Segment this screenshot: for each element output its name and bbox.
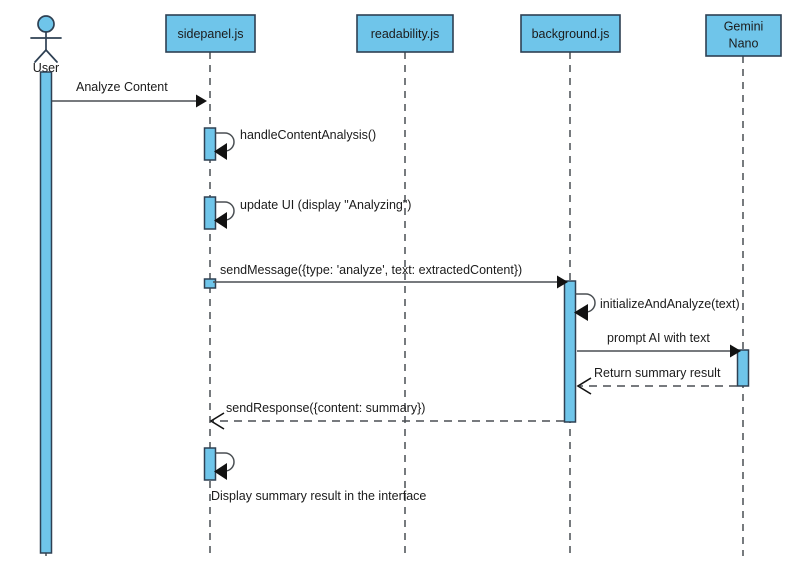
arrowhead-analyze-content (196, 94, 207, 108)
arrowhead-prompt-ai (730, 344, 741, 358)
participant-box-gemini[interactable] (705, 14, 782, 57)
participant-sidepanel[interactable]: sidepanel.js (165, 14, 256, 53)
message-update-ui[interactable]: update UI (display "Analyzing") (214, 198, 411, 229)
participant-box-sidepanel[interactable] (165, 14, 256, 53)
participant-user[interactable]: User (30, 15, 62, 75)
activation-gemini (736, 349, 750, 387)
message-label-send-response: sendResponse({content: summary}) (226, 401, 425, 415)
participant-label-gemini-line2: Nano (729, 36, 759, 50)
activation-sidepanel-send-message (203, 278, 217, 289)
participant-box-readability[interactable] (356, 14, 454, 53)
message-return-summary-result[interactable]: Return summary result (576, 366, 737, 395)
message-label-analyze-content: Analyze Content (76, 80, 168, 94)
activation-sidepanel-display-summary (203, 447, 217, 481)
arrowhead-send-message (557, 275, 568, 289)
participant-gemini[interactable]: Gemini Nano (705, 14, 782, 57)
activation-sidepanel-handle-content-analysis (203, 127, 217, 161)
arrowhead-handle-content-analysis (214, 143, 227, 160)
message-label-display-summary: Display summary result in the interface (211, 489, 426, 503)
arrowhead-update-ui (214, 212, 227, 229)
participant-label-readability: readability.js (371, 27, 440, 41)
message-send-response[interactable]: sendResponse({content: summary}) (209, 401, 564, 430)
message-label-handle-content-analysis: handleContentAnalysis() (240, 128, 376, 142)
actor-right-leg-icon (45, 49, 58, 63)
message-label-update-ui: update UI (display "Analyzing") (240, 198, 411, 212)
message-send-message[interactable]: sendMessage({type: 'analyze', text: extr… (213, 263, 568, 289)
message-label-send-message: sendMessage({type: 'analyze', text: extr… (220, 263, 522, 277)
activations-layer (39, 71, 750, 554)
message-handle-content-analysis[interactable]: handleContentAnalysis() (214, 128, 376, 160)
arrowhead-return-summary-result (576, 377, 592, 395)
participant-background[interactable]: background.js (520, 14, 621, 53)
participant-label-background: background.js (532, 27, 610, 41)
arrowhead-initialize-and-analyze (574, 304, 588, 321)
participant-label-gemini-line1: Gemini (724, 19, 764, 33)
message-label-prompt-ai: prompt AI with text (607, 331, 710, 345)
message-analyze-content[interactable]: Analyze Content (52, 80, 207, 108)
message-display-summary[interactable]: Display summary result in the interface (211, 452, 426, 503)
activation-user (39, 71, 53, 554)
actor-left-leg-icon (34, 49, 47, 63)
arrowhead-send-response (209, 412, 225, 430)
participant-box-background[interactable] (520, 14, 621, 53)
activation-background (563, 280, 577, 423)
actor-head-icon (37, 15, 55, 33)
message-prompt-ai[interactable]: prompt AI with text (577, 331, 741, 358)
participant-readability[interactable]: readability.js (356, 14, 454, 53)
message-label-return-summary-result: Return summary result (594, 366, 721, 380)
participant-label-user: User (33, 61, 59, 75)
activation-sidepanel-update-ui (203, 196, 217, 230)
arrowhead-display-summary (214, 463, 227, 480)
participant-label-sidepanel: sidepanel.js (177, 27, 243, 41)
message-label-initialize-and-analyze: initializeAndAnalyze(text) (600, 297, 740, 311)
message-initialize-and-analyze[interactable]: initializeAndAnalyze(text) (574, 293, 740, 321)
